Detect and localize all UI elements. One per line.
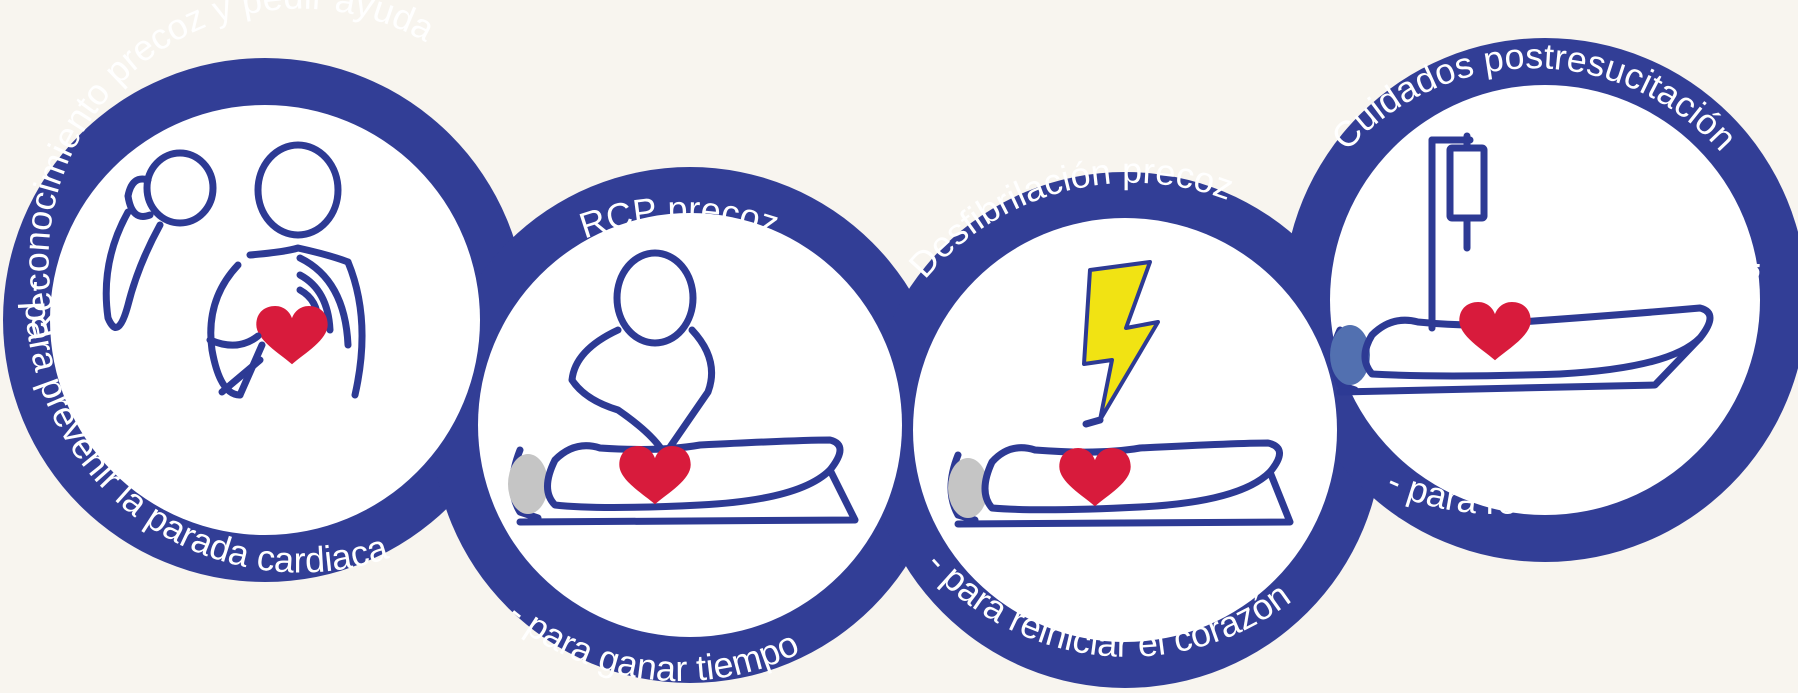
chest-compressions-icon <box>508 249 859 526</box>
defibrillation-shock-icon <box>947 260 1294 528</box>
inner-disc-3 <box>913 218 1337 642</box>
post-resuscitation-care-icon <box>1329 132 1714 396</box>
inner-disc-2 <box>478 213 902 637</box>
rescuer-calling-for-help-icon <box>102 141 366 399</box>
chain-inner-discs <box>50 85 1760 642</box>
inner-disc-4 <box>1330 85 1760 515</box>
